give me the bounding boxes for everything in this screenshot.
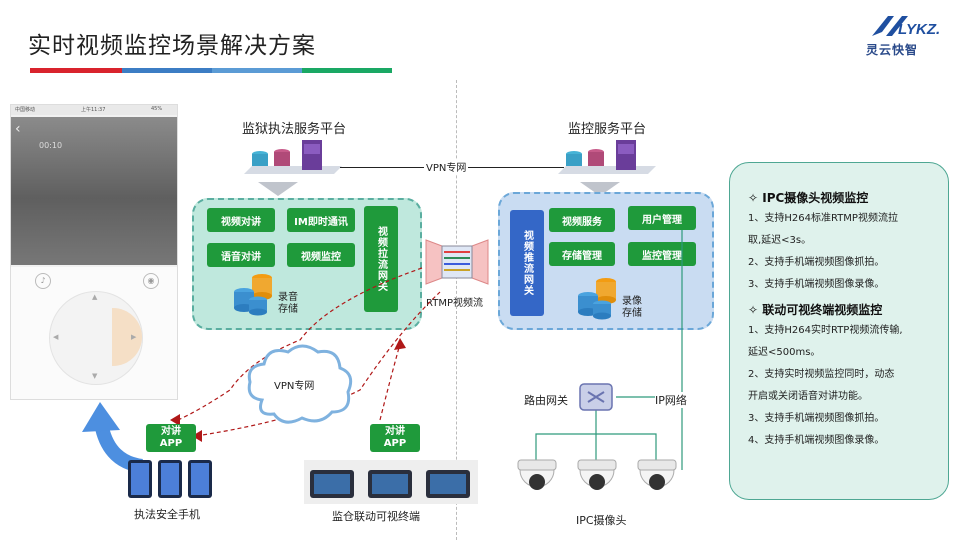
camera-icon[interactable]: ◉ [143,273,159,289]
server-rack-icon-2 [558,140,656,174]
intercom-app-1-line1: 对讲 [161,426,181,437]
terminal-feature-line-5: 3、支持手机端视频图像抓拍。 [748,413,885,424]
ipc-feature-line-1: 1、支持H264标准RTMP视频流拉 [748,213,898,224]
user-management-button[interactable]: 用户管理 [628,206,696,230]
intercom-app-1-line2: APP [159,438,183,449]
down-arrow-icon [258,182,298,196]
title-underline-blue [122,68,212,73]
ipc-feature-line-4: 3、支持手机端视频图像录像。 [748,279,885,290]
page-title: 实时视频监控场景解决方案 [28,33,316,59]
terminal-feature-line-6: 4、支持手机端视频图像录像。 [748,435,885,446]
storage-management-button[interactable]: 存储管理 [549,242,615,266]
prison-platform-label: 监狱执法服务平台 [242,122,347,137]
mobile-phones-icon [128,460,212,498]
phone-video-view: ‹ 00:10 [11,117,177,265]
pull-stream-gateway[interactable]: 视频拉流网关 [364,206,398,312]
rtmp-converter-icon [425,239,489,285]
title-underline-green [302,68,392,73]
database-icon [234,274,272,316]
rtmp-stream-label: RTMP视频流 [426,298,483,309]
video-service-button[interactable]: 视频服务 [549,208,615,232]
router-icon [579,383,613,411]
ip-network-label: IP网络 [655,392,687,408]
ipc-feature-line-3: 2、支持手机端视频图像抓拍。 [748,257,885,268]
video-terminals-icon [304,460,478,504]
enforcement-phone-label: 执法安全手机 [134,508,200,521]
im-messaging-button[interactable]: IM即时通讯 [287,208,355,232]
dpad-right-icon[interactable]: ▶ [131,333,137,341]
voice-intercom-button[interactable]: 语音对讲 [207,243,275,267]
terminal-feature-line-2: 延迟<500ms。 [748,347,821,358]
router-label: 路由网关 [524,394,568,407]
intercom-app-2[interactable]: 对讲 APP [370,424,420,452]
ip-camera-icon-2 [577,459,617,490]
audio-storage-label: 录音存储 [278,292,298,315]
down-arrow-icon-2 [580,182,620,196]
phone-time: 上午11:37 [81,107,106,113]
brand-name: 灵云快智 [866,43,919,57]
title-underline-lightblue [212,68,302,73]
terminal-label: 监仓联动可视终端 [332,510,420,523]
intercom-app-2-line2: APP [383,438,407,449]
cloud-vpn-label: VPN专网 [274,381,315,392]
video-monitoring-button[interactable]: 视频监控 [287,243,355,267]
phone-status-bar: 中国移动 上午11:37 45% [11,105,177,115]
terminal-feature-line-4: 开启或关闭语音对讲功能。 [748,391,868,402]
ip-camera-icon-1 [517,459,557,490]
push-stream-gateway[interactable]: 视频推流网关 [510,210,544,316]
dpad-up-icon[interactable]: ▲ [92,293,98,301]
center-divider [456,80,457,540]
ipc-camera-label: IPC摄像头 [576,514,627,527]
brand-logo-text: LYKZ. [898,21,940,38]
intercom-app-1[interactable]: 对讲 APP [146,424,196,452]
terminal-feature-line-1: 1、支持H264实时RTP视频流传输, [748,325,903,336]
video-storage-label: 录像存储 [622,296,642,319]
phone-carrier: 中国移动 [15,107,36,113]
video-timer: 00:10 [39,141,63,150]
cloud-icon [247,344,353,424]
intercom-app-2-line1: 对讲 [385,426,405,437]
back-icon[interactable]: ‹ [15,121,21,137]
feature-info-panel: ✧ IPC摄像头视频监控 1、支持H264标准RTMP视频流拉 取,延迟<3s。… [729,162,949,500]
monitor-management-button[interactable]: 监控管理 [628,242,696,266]
terminal-feature-line-3: 2、支持实时视频监控同时，动态 [748,369,895,380]
direction-pad[interactable] [49,291,143,385]
microphone-icon[interactable]: ♪ [35,273,51,289]
dpad-left-icon[interactable]: ◀ [53,333,59,341]
ipc-feature-line-2: 取,延迟<3s。 [748,235,812,246]
dpad-down-icon[interactable]: ▼ [92,372,98,380]
monitor-platform-label: 监控服务平台 [568,122,647,137]
phone-screenshot: 中国移动 上午11:37 45% ‹ 00:10 ♪ ◉ ▲ ▼ ◀ ▶ [10,104,178,400]
video-intercom-button[interactable]: 视频对讲 [207,208,275,232]
terminal-feature-heading: ✧ 联动可视终端视频监控 [748,303,883,317]
phone-battery: 45% [151,106,163,112]
vpn-line-label: VPN专网 [424,159,469,174]
brand-logo: LYKZ. [872,16,940,38]
database-icon-2 [578,278,616,320]
title-underline-red [30,68,122,73]
server-rack-icon [244,140,342,174]
ipc-feature-heading: ✧ IPC摄像头视频监控 [748,191,869,205]
ip-camera-icon-3 [637,459,677,490]
